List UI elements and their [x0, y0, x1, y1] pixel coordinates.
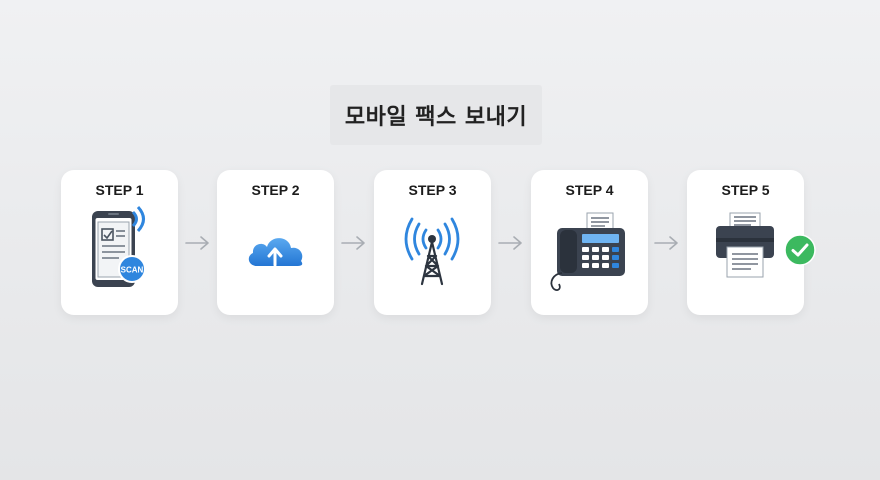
arrow-right-icon	[341, 236, 365, 250]
step-5-label: STEP 5	[721, 182, 770, 198]
step-2-card: STEP 2	[217, 170, 334, 315]
arrow-right-icon	[185, 236, 209, 250]
arrow-right-icon	[498, 236, 522, 250]
step-4-label: STEP 4	[565, 182, 614, 198]
step-1-card: STEP 1 SCAN	[61, 170, 178, 315]
step-3-card: STEP 3	[374, 170, 491, 315]
scan-badge: SCAN	[121, 266, 144, 275]
step-4-card: STEP 4	[531, 170, 648, 315]
step-5-card: STEP 5	[687, 170, 804, 315]
check-circle-icon	[784, 234, 816, 266]
title-box: 모바일 팩스 보내기	[330, 85, 542, 145]
cloud-upload-icon	[248, 238, 303, 267]
step-1-label: STEP 1	[95, 182, 144, 198]
phone-scan-icon: SCAN	[92, 205, 146, 287]
fax-machine-icon	[550, 212, 625, 291]
antenna-tower-icon	[404, 217, 460, 286]
page-title: 모바일 팩스 보내기	[344, 105, 528, 130]
step-3-label: STEP 3	[408, 182, 457, 198]
arrow-right-icon	[654, 236, 678, 250]
step-2-label: STEP 2	[251, 182, 300, 198]
printer-icon	[716, 212, 774, 278]
